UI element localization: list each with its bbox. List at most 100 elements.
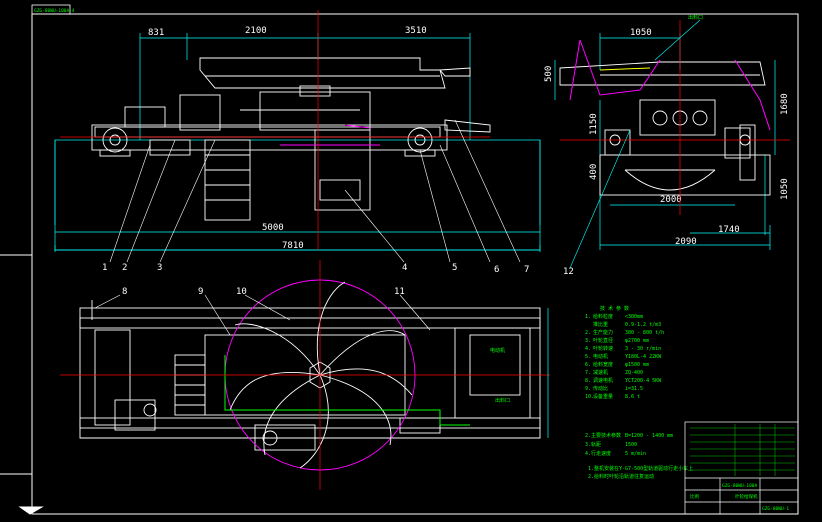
side-view-tag: 出料口 <box>688 14 703 21</box>
spec-row-value: i=31.5 <box>625 386 643 392</box>
spec-row-num: 2. <box>585 330 591 336</box>
dim-1150: 1150 <box>589 113 599 135</box>
drawing-tab[interactable]: GZG-80WU-100A-4 <box>31 4 75 15</box>
callout-1: 1 <box>102 263 107 273</box>
spec-row-num: 3. <box>585 338 591 344</box>
spec-footnote-1: 1.整机安装在Y-G7-500型轨道驱动行走小车上 <box>588 465 693 472</box>
side-view-yellow <box>599 67 651 71</box>
dim-2000: 2000 <box>660 195 682 205</box>
spec-row-name: 堆比重 <box>593 321 608 328</box>
callout-6: 6 <box>494 265 499 275</box>
dim-1050: 1050 <box>630 28 652 38</box>
spec-note-1-name: 3.轨距 <box>585 441 601 448</box>
spec-row-value: ZQ-400 <box>625 370 643 376</box>
dim-5000: 5000 <box>262 223 284 233</box>
front-view: 831 2100 3510 5000 7810 <box>54 10 541 275</box>
spec-row-num: 7. <box>585 370 591 376</box>
callout-11: 11 <box>394 287 405 297</box>
title-block-scale-label: 比例 <box>690 493 699 500</box>
side-view: 1050 500 1680 1150 400 2000 1740 2090 10… <box>544 14 790 277</box>
spec-row-num: 9. <box>585 386 591 392</box>
spec-row-name: 电动机 <box>593 353 608 360</box>
side-view-accents <box>569 39 771 131</box>
dim-500: 500 <box>544 66 554 82</box>
side-view-leader <box>569 19 701 269</box>
top-view-green <box>224 355 470 426</box>
spec-row-name: 减速机 <box>593 369 608 376</box>
callout-4: 4 <box>402 263 407 273</box>
dim-2090: 2090 <box>675 237 697 247</box>
spec-row-name: 传动比 <box>593 385 608 392</box>
front-view-centerline <box>60 10 490 250</box>
title-block-code: GZG-80WU-1 <box>762 506 789 512</box>
dim-3510: 3510 <box>405 26 427 36</box>
spec-row-num: 1. <box>585 314 591 320</box>
spec-note-2-value: 5 m/min <box>625 451 646 457</box>
spec-notes-title: 2.主要技术参数 <box>585 432 621 439</box>
top-view: 8 9 10 11 电动机 出料口 <box>60 260 550 490</box>
callout-10: 10 <box>236 287 247 297</box>
spec-row-num: 4. <box>585 346 591 352</box>
spec-row-num: 8. <box>585 378 591 384</box>
front-view-dimensions <box>54 33 541 252</box>
spec-row-name: 生产能力 <box>593 329 613 336</box>
title-block: GZG-80WU-100A 叶轮给煤机 比例 GZG-80WU-1 <box>684 421 799 515</box>
callout-3: 3 <box>157 263 162 273</box>
spec-row-value: 8.6 t <box>625 394 640 400</box>
dim-400: 400 <box>589 164 599 180</box>
callout-12: 12 <box>563 267 574 277</box>
dim-2100: 2100 <box>245 26 267 36</box>
dim-7810: 7810 <box>282 241 304 251</box>
side-view-centerline <box>560 20 790 215</box>
spec-row-value: φ2700 mm <box>625 338 649 344</box>
spec-notes-value: B=1200 - 1400 mm <box>625 433 673 439</box>
spec-row-value: <300mm <box>625 314 643 320</box>
title-block-grid <box>690 424 795 476</box>
spec-row-value: YCT200-4 5KW <box>625 378 662 384</box>
spec-row-value: Y180L-4 22KW <box>625 354 662 360</box>
dim-1680: 1680 <box>780 93 790 115</box>
top-view-label-1: 电动机 <box>490 347 505 354</box>
dim-1050b: 1050 <box>780 178 790 200</box>
title-block-name: 叶轮给煤机 <box>735 493 758 500</box>
top-view-label-2: 出料口 <box>495 397 510 404</box>
spec-row-name: 叶轮直径 <box>593 337 613 344</box>
dim-831: 831 <box>148 28 164 38</box>
spec-rows: 1.给料粒度 <300mm 堆比重 0.9-1.2 t/m3 2.生产能力 300 - 8… <box>585 313 664 400</box>
top-view-frame <box>79 300 541 451</box>
callout-7: 7 <box>524 265 529 275</box>
top-view-centerline <box>60 260 550 490</box>
spec-note-1-value: 1500 <box>625 442 637 448</box>
spec-row-num: 6. <box>585 362 591 368</box>
top-view-leaders <box>94 294 431 336</box>
spec-row-num: 5. <box>585 354 591 360</box>
callout-8: 8 <box>122 287 127 297</box>
spec-title: 技 术 参 数 <box>600 305 629 312</box>
spec-row-value: 3 - 30 r/min <box>625 346 661 352</box>
callout-2: 2 <box>122 263 127 273</box>
spec-row-value: 0.9-1.2 t/m3 <box>625 322 661 328</box>
front-view-callout-leaders <box>109 119 521 263</box>
drawing-tab-label: GZG-80WU-100A-4 <box>34 8 75 14</box>
spec-row-num: 10. <box>585 394 594 400</box>
spec-row-name: 给料宽度 <box>593 361 613 368</box>
specifications: 技 术 参 数 1.给料粒度 <300mm 堆比重 0.9-1.2 t/m3 2.生产能… <box>585 305 693 480</box>
spec-row-name: 叶轮转速 <box>593 345 613 352</box>
spec-footnote-2: 2.给料时叶轮沿轨道往复运动 <box>588 473 654 480</box>
spec-note-2-name: 4.行走速度 <box>585 450 611 457</box>
drawing-border <box>0 13 799 515</box>
front-view-accents <box>280 124 380 146</box>
side-view-dimensions <box>554 33 776 250</box>
spec-row-value: φ1500 mm <box>625 362 649 368</box>
front-view-body <box>91 57 491 221</box>
callout-9: 9 <box>198 287 203 297</box>
spec-row-name: 给料粒度 <box>593 313 613 320</box>
spec-row-name: 调速电机 <box>593 377 613 384</box>
spec-row-value: 300 - 800 t/h <box>625 330 664 336</box>
title-block-drawing-no: GZG-80WU-100A <box>722 483 758 489</box>
dim-1740: 1740 <box>718 225 740 235</box>
spec-row-name: 设备重量 <box>593 393 613 400</box>
front-view-callouts: 1 2 3 4 5 6 7 <box>102 263 529 275</box>
side-view-body <box>559 61 771 196</box>
